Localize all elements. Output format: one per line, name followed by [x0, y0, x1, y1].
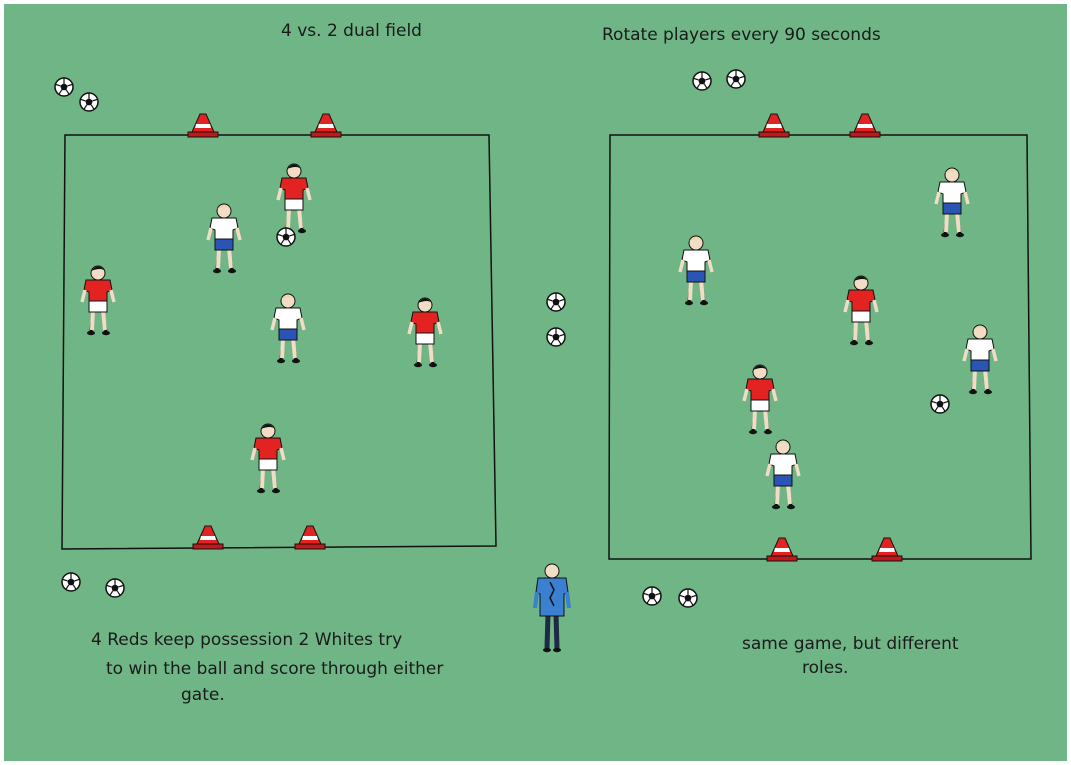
left-caption-line: to win the ball and score through either — [106, 661, 443, 678]
red-player — [409, 298, 441, 367]
red-player — [278, 164, 310, 233]
left-gate-bottom-cone — [295, 526, 325, 549]
ball — [693, 72, 711, 90]
left-gate-top-cone — [311, 114, 341, 137]
diagram-canvas: 4 vs. 2 dual field Rotate players every … — [4, 4, 1067, 761]
ball — [643, 587, 661, 605]
spare-balls — [55, 70, 745, 607]
left-field — [62, 114, 496, 549]
ball — [727, 70, 745, 88]
ball — [547, 328, 565, 346]
red-player — [252, 424, 284, 493]
ball — [547, 293, 565, 311]
diagram-title: 4 vs. 2 dual field — [281, 23, 422, 40]
right-gate-bottom-cone — [872, 538, 902, 561]
left-caption-line: 4 Reds keep possession 2 Whites try — [91, 632, 402, 649]
white-player — [767, 440, 799, 509]
ball — [55, 78, 73, 96]
left-caption-line: gate. — [181, 687, 225, 704]
left-gate-top-cone — [188, 114, 218, 137]
ball — [679, 589, 697, 607]
red-player — [744, 365, 776, 434]
coach — [535, 564, 569, 652]
rotation-instruction: Rotate players every 90 seconds — [602, 27, 881, 44]
ball — [62, 573, 80, 591]
right-caption-line: roles. — [802, 660, 848, 677]
ball — [931, 395, 949, 413]
right-gate-top-cone — [850, 114, 880, 137]
ball — [277, 228, 295, 246]
right-gate-top-cone — [759, 114, 789, 137]
white-player — [936, 168, 968, 237]
white-player — [272, 294, 304, 363]
white-player — [208, 204, 240, 273]
ball — [106, 579, 124, 597]
red-player — [82, 266, 114, 335]
left-gate-bottom-cone — [193, 526, 223, 549]
white-player — [964, 325, 996, 394]
ball — [80, 93, 98, 111]
right-field — [609, 114, 1031, 561]
right-gate-bottom-cone — [767, 538, 797, 561]
red-player — [845, 276, 877, 345]
white-player — [680, 236, 712, 305]
right-caption-line: same game, but different — [742, 636, 959, 653]
